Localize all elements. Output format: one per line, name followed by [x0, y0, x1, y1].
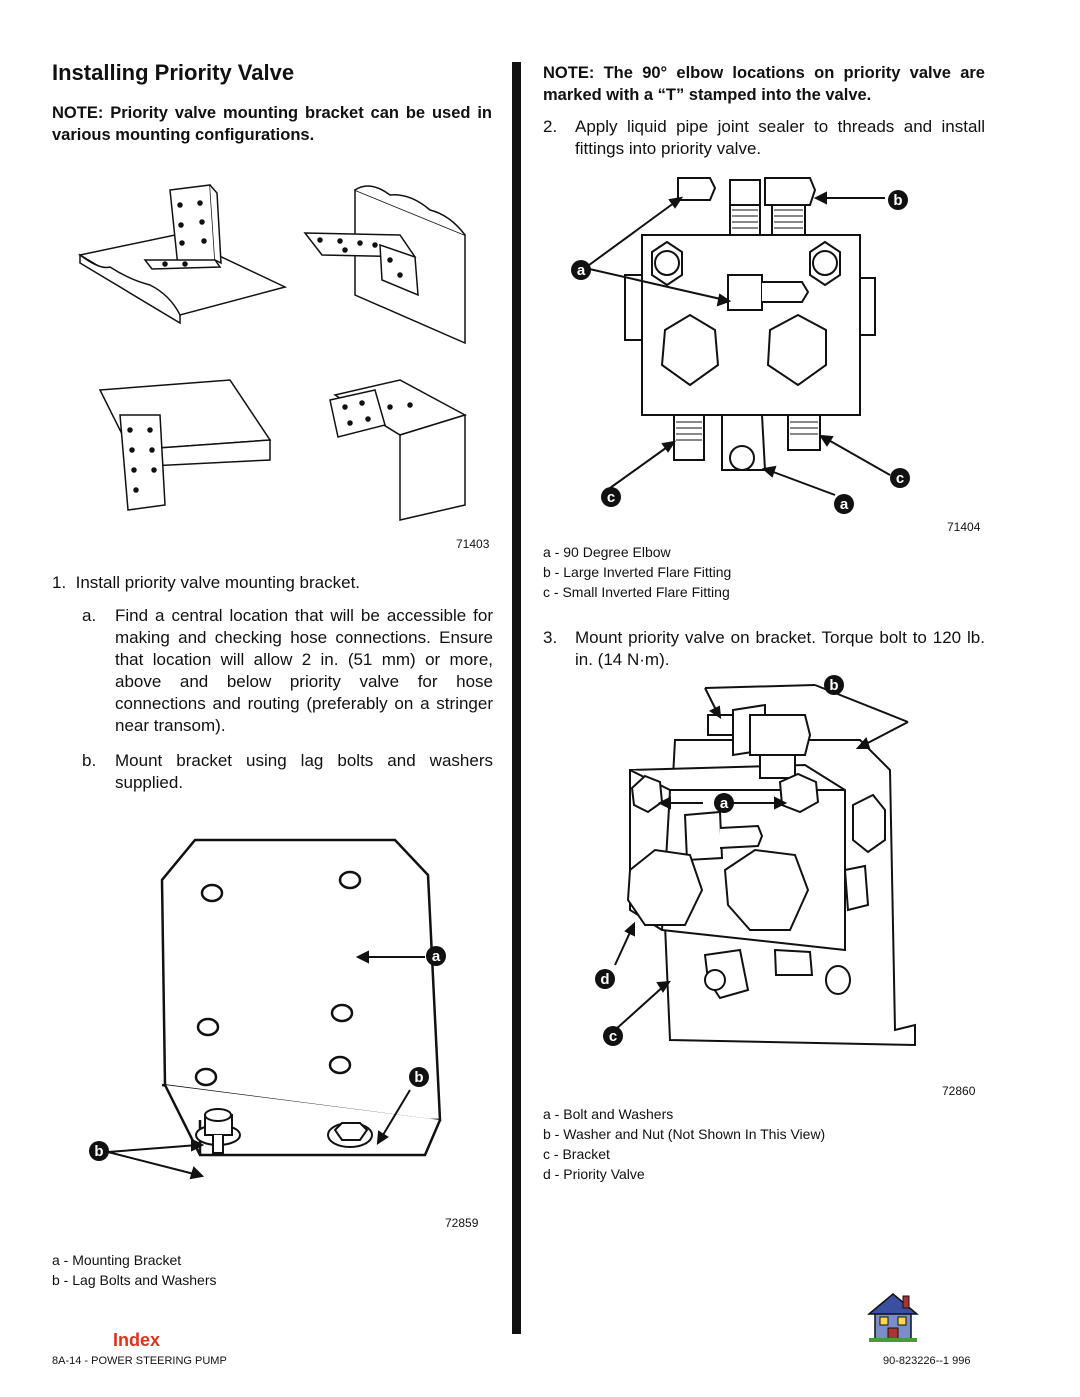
callout-b: b: [89, 1141, 109, 1161]
svg-text:a: a: [577, 262, 586, 279]
valve-on-bracket-figure: [614, 684, 916, 1047]
figure-number: 72859: [445, 1216, 479, 1230]
callout-d: d: [595, 969, 615, 989]
legend-item: a - Mounting Bracket: [52, 1252, 182, 1268]
callout-c: c: [890, 468, 910, 488]
priority-valve-fittings-figure: [584, 177, 891, 496]
step-1b-marker: b.: [82, 751, 97, 770]
callout-c: c: [603, 1026, 623, 1046]
svg-text:b: b: [94, 1143, 103, 1160]
svg-text:b: b: [893, 192, 902, 209]
legend-item: a - Bolt and Washers: [543, 1106, 674, 1122]
step-2: Apply liquid pipe joint sealer to thread…: [575, 117, 985, 158]
callout-b: b: [824, 675, 844, 695]
footer-document-number: 90-823226--1 996: [883, 1355, 971, 1367]
figure-number: 71404: [947, 520, 981, 534]
figure-number: 71403: [456, 537, 490, 551]
step-1: 1. Install priority valve mounting brack…: [52, 573, 361, 592]
svg-text:d: d: [600, 971, 609, 988]
svg-text:b: b: [829, 677, 838, 694]
svg-text:c: c: [896, 470, 904, 487]
page-title: Installing Priority Valve: [52, 60, 295, 85]
callout-a: a: [714, 793, 734, 813]
column-divider: [512, 62, 521, 1334]
mounting-bracket-figure: [107, 838, 442, 1180]
figure-legend: a - 90 Degree Elbow b - Large Inverted F…: [543, 542, 731, 602]
footer-section-label: 8A-14 - POWER STEERING PUMP: [52, 1355, 227, 1367]
note-left: NOTE: Priority valve mounting bracket ca…: [52, 104, 492, 144]
step-3: Mount priority valve on bracket. Torque …: [575, 628, 985, 669]
step-3-marker: 3.: [543, 628, 558, 647]
bracket-configurations-figure: [77, 184, 467, 521]
svg-text:a: a: [840, 496, 849, 513]
callout-a: a: [834, 494, 854, 514]
legend-item: c - Small Inverted Flare Fitting: [543, 584, 730, 600]
step-1a: Find a central location that will be acc…: [115, 606, 493, 735]
note-right: NOTE: The 90° elbow locations on priorit…: [543, 64, 985, 104]
svg-text:a: a: [720, 795, 729, 812]
callout-b: b: [888, 190, 908, 210]
house-icon[interactable]: [867, 1290, 919, 1342]
callout-a: a: [426, 946, 446, 966]
figure-number: 72860: [942, 1084, 976, 1098]
figure-legend: a - Bolt and Washers b - Washer and Nut …: [543, 1104, 825, 1184]
legend-item: a - 90 Degree Elbow: [543, 544, 671, 560]
svg-text:c: c: [607, 489, 615, 506]
callout-c: c: [601, 487, 621, 507]
svg-text:b: b: [414, 1069, 423, 1086]
callout-b: b: [409, 1067, 429, 1087]
legend-item: b - Washer and Nut (Not Shown In This Vi…: [543, 1126, 826, 1142]
legend-item: d - Priority Valve: [543, 1166, 645, 1182]
figure-legend: a - Mounting Bracket b - Lag Bolts and W…: [52, 1250, 216, 1290]
svg-text:a: a: [432, 948, 441, 965]
index-link[interactable]: Index: [113, 1330, 161, 1350]
step-1a-marker: a.: [82, 606, 97, 625]
step-1b: Mount bracket using lag bolts and washer…: [115, 751, 493, 792]
svg-text:c: c: [609, 1028, 617, 1045]
legend-item: b - Large Inverted Flare Fitting: [543, 564, 732, 580]
step-2-marker: 2.: [543, 117, 558, 136]
callout-a: a: [571, 260, 591, 280]
legend-item: b - Lag Bolts and Washers: [52, 1272, 217, 1288]
legend-item: c - Bracket: [543, 1146, 610, 1162]
